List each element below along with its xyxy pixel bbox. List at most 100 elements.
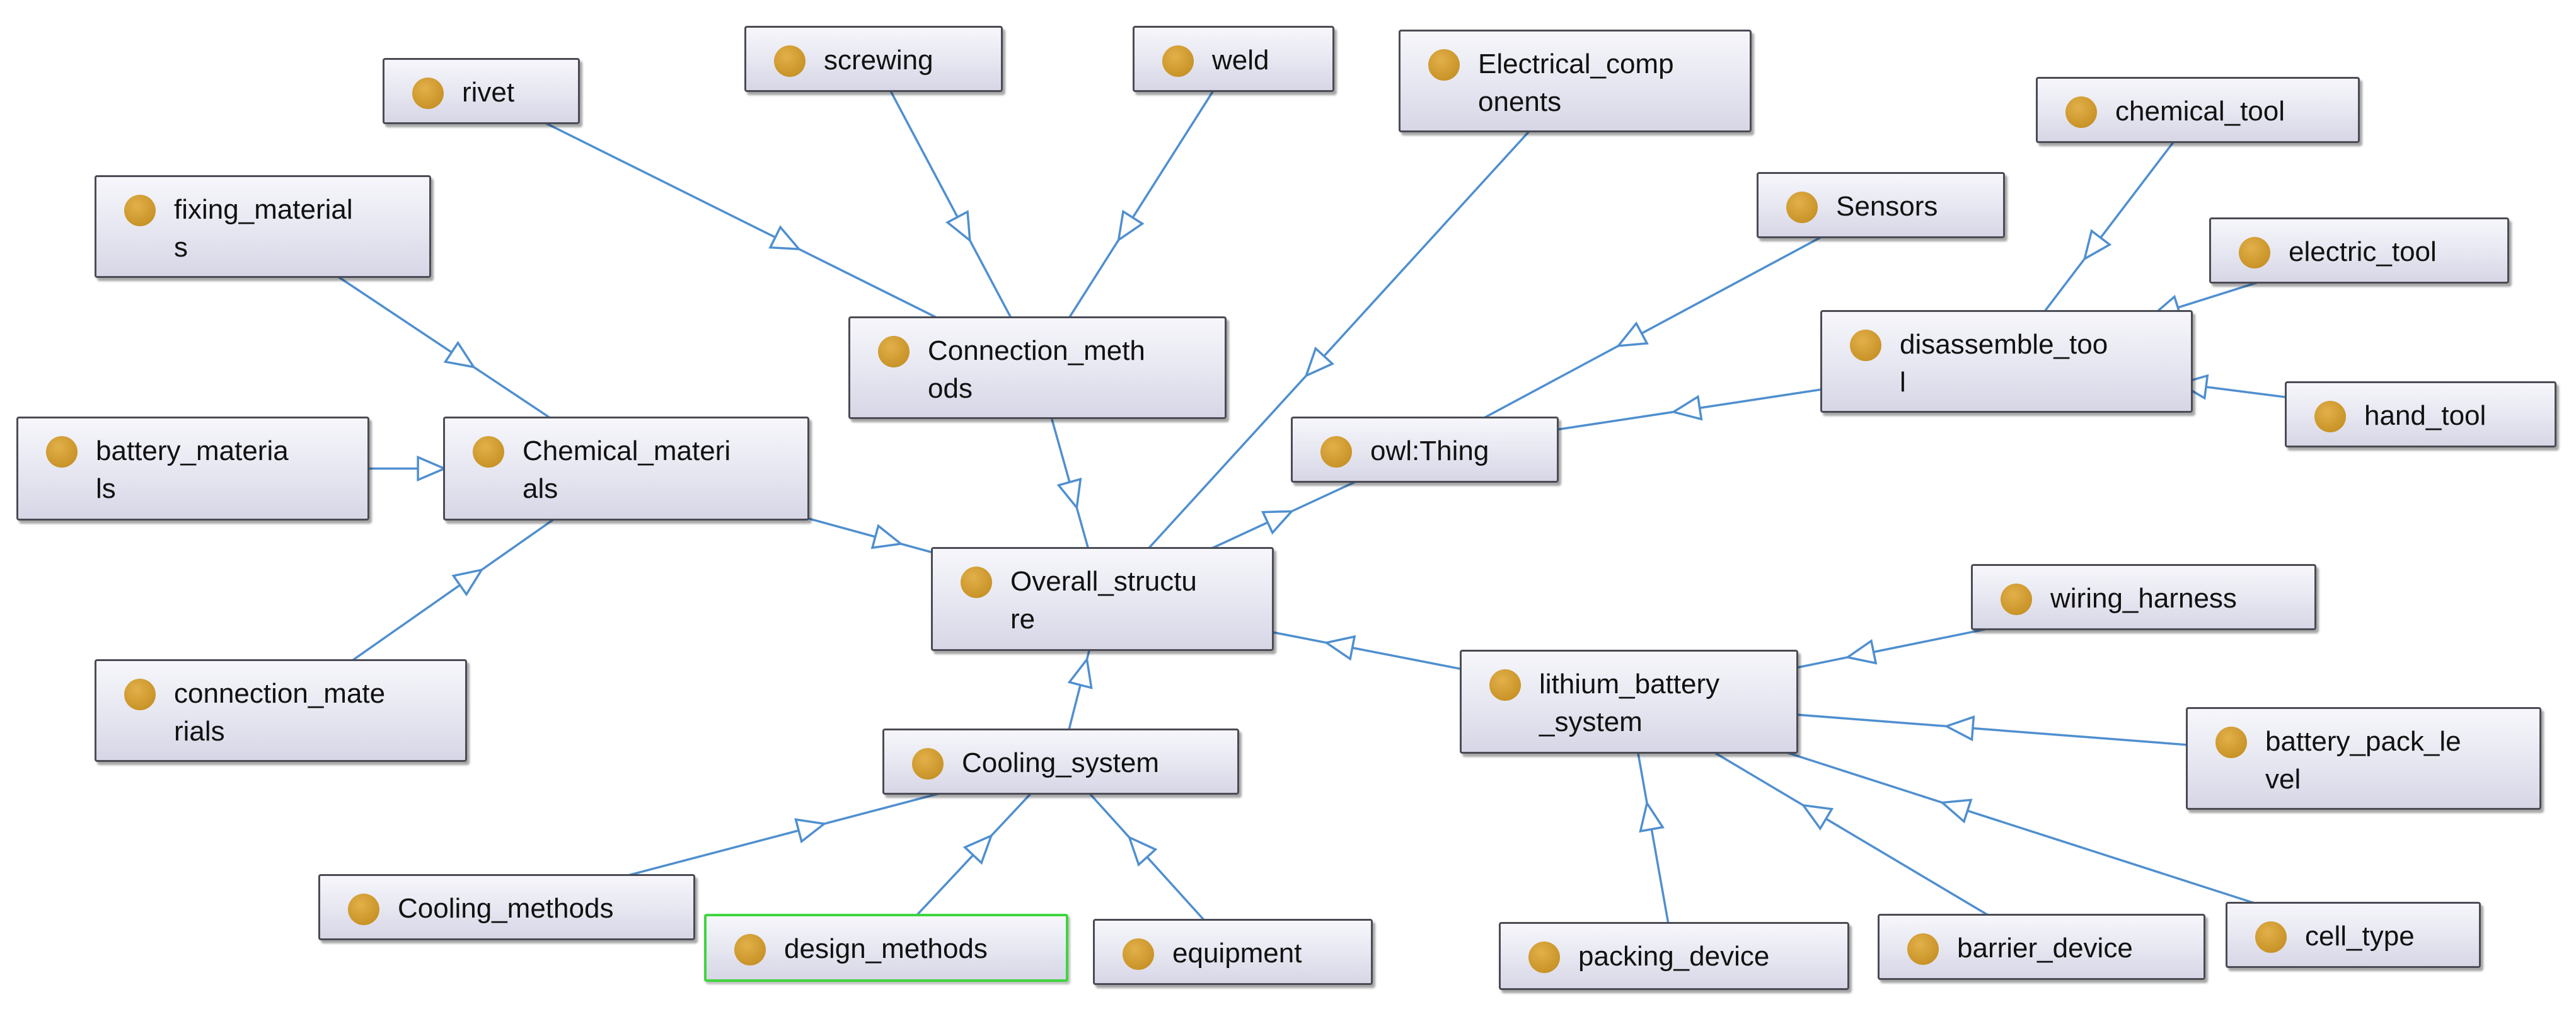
node-label: owl:Thing bbox=[1370, 435, 1489, 466]
class-icon bbox=[912, 748, 944, 780]
subclass-arrowhead bbox=[945, 210, 971, 243]
class-icon bbox=[1528, 942, 1560, 973]
node-packing-device[interactable]: packing_device bbox=[1499, 922, 1849, 990]
subclass-arrowhead bbox=[1943, 715, 1975, 742]
edge-line bbox=[1036, 58, 1235, 369]
node-battery-pack-level[interactable]: battery_pack_le vel bbox=[2186, 707, 2541, 810]
subclass-arrowhead bbox=[2082, 229, 2112, 262]
node-label: battery_pack_le vel bbox=[2265, 726, 2461, 795]
node-label: Cooling_system bbox=[962, 747, 1160, 778]
node-label: barrier_device bbox=[1957, 933, 2133, 964]
node-label: electric_tool bbox=[2289, 236, 2437, 267]
node-label: Cooling_methods bbox=[398, 893, 614, 924]
node-label: rivet bbox=[462, 77, 515, 108]
node-screwing[interactable]: screwing bbox=[744, 26, 1003, 92]
node-lithium-battery-system[interactable]: lithium_battery _system bbox=[1460, 650, 1798, 754]
node-rivet[interactable]: rivet bbox=[383, 58, 580, 124]
node-cell-type[interactable]: cell_type bbox=[2226, 902, 2481, 968]
subclass-arrowhead bbox=[794, 818, 828, 844]
edge-line bbox=[1101, 80, 1576, 600]
node-label: wiring_harness bbox=[2050, 583, 2237, 614]
node-label: fixing_material s bbox=[174, 194, 353, 263]
node-design-methods[interactable]: design_methods bbox=[704, 914, 1068, 982]
class-icon bbox=[124, 679, 156, 710]
subclass-arrowhead bbox=[417, 455, 448, 482]
class-icon bbox=[1850, 330, 1881, 361]
subclass-arrowhead bbox=[1067, 656, 1093, 689]
node-label: Connection_meth ods bbox=[928, 335, 1145, 404]
subclass-arrowhead bbox=[1670, 395, 1703, 421]
class-icon bbox=[2314, 401, 2346, 432]
node-chemical-materials[interactable]: Chemical_materi als bbox=[443, 417, 809, 521]
node-label: cell_type bbox=[2305, 921, 2415, 952]
class-icon bbox=[473, 436, 504, 468]
node-label: equipment bbox=[1172, 938, 1302, 969]
class-icon bbox=[1489, 669, 1521, 701]
class-icon bbox=[1786, 192, 1818, 223]
node-disassemble-tool[interactable]: disassemble_too l bbox=[1820, 310, 2193, 413]
edge-screwing-connection_methods bbox=[872, 58, 1039, 369]
node-label: disassemble_too l bbox=[1900, 329, 2108, 398]
node-electric-tool[interactable]: electric_tool bbox=[2209, 217, 2509, 284]
subclass-arrowhead bbox=[1117, 209, 1145, 243]
node-wiring-harness[interactable]: wiring_harness bbox=[1971, 564, 2316, 630]
class-icon bbox=[961, 567, 992, 598]
node-chemical-tool[interactable]: chemical_tool bbox=[2036, 77, 2360, 143]
node-electrical-components[interactable]: Electrical_comp onents bbox=[1399, 30, 1752, 132]
subclass-arrowhead bbox=[1939, 798, 1973, 824]
node-barrier-device[interactable]: barrier_device bbox=[1878, 914, 2205, 980]
class-icon bbox=[774, 45, 806, 77]
class-icon bbox=[1907, 933, 1939, 965]
class-icon bbox=[1123, 938, 1154, 970]
subclass-arrowhead bbox=[1324, 635, 1356, 661]
node-connection-materials[interactable]: connection_mate rials bbox=[95, 659, 467, 762]
subclass-arrowhead bbox=[870, 524, 904, 550]
node-label: packing_device bbox=[1578, 941, 1770, 972]
class-icon bbox=[124, 195, 156, 226]
class-icon bbox=[46, 436, 78, 468]
edge-line bbox=[872, 58, 1039, 369]
subclass-arrowhead bbox=[451, 568, 484, 597]
node-connection-methods[interactable]: Connection_meth ods bbox=[848, 316, 1227, 419]
node-label: Chemical_materi als bbox=[523, 435, 731, 504]
class-icon bbox=[2065, 96, 2097, 128]
node-overall-structure[interactable]: Overall_structu re bbox=[931, 547, 1274, 651]
subclass-arrowhead bbox=[1127, 835, 1158, 867]
class-icon bbox=[878, 336, 910, 367]
node-battery-materials[interactable]: battery_materia ls bbox=[16, 417, 369, 521]
subclass-arrowhead bbox=[1261, 510, 1295, 535]
node-sensors[interactable]: Sensors bbox=[1757, 172, 2005, 238]
edge-electrical_components-overall_structure bbox=[1101, 80, 1576, 600]
node-weld[interactable]: weld bbox=[1133, 26, 1334, 92]
node-label: weld bbox=[1212, 45, 1269, 76]
subclass-arrowhead bbox=[1615, 321, 1649, 347]
subclass-arrowhead bbox=[1304, 346, 1335, 378]
node-equipment[interactable]: equipment bbox=[1093, 919, 1373, 985]
class-icon bbox=[412, 78, 444, 109]
node-cooling-methods[interactable]: Cooling_methods bbox=[318, 874, 695, 940]
edge-sensors-owl_thing bbox=[1424, 204, 1881, 451]
subclass-arrowhead bbox=[443, 340, 477, 369]
class-icon bbox=[2215, 727, 2247, 758]
class-icon bbox=[1162, 45, 1194, 77]
node-hand-tool[interactable]: hand_tool bbox=[2285, 381, 2556, 447]
node-owl-thing[interactable]: owl:Thing bbox=[1291, 417, 1559, 483]
class-icon bbox=[2255, 921, 2287, 953]
class-icon bbox=[1320, 436, 1352, 468]
class-icon bbox=[734, 934, 766, 965]
edge-line bbox=[1424, 204, 1881, 451]
subclass-arrowhead bbox=[768, 225, 802, 251]
class-icon bbox=[348, 894, 379, 925]
node-label: design_methods bbox=[784, 933, 988, 964]
subclass-arrowhead bbox=[1056, 477, 1082, 510]
node-fixing-materials[interactable]: fixing_material s bbox=[95, 175, 431, 278]
class-icon bbox=[1428, 49, 1460, 81]
subclass-arrowhead bbox=[1844, 639, 1878, 665]
class-icon bbox=[2001, 584, 2032, 615]
node-label: Overall_structu re bbox=[1010, 566, 1197, 635]
node-cooling-system[interactable]: Cooling_system bbox=[882, 729, 1239, 795]
subclass-arrowhead bbox=[962, 833, 993, 865]
node-label: chemical_tool bbox=[2115, 96, 2285, 127]
